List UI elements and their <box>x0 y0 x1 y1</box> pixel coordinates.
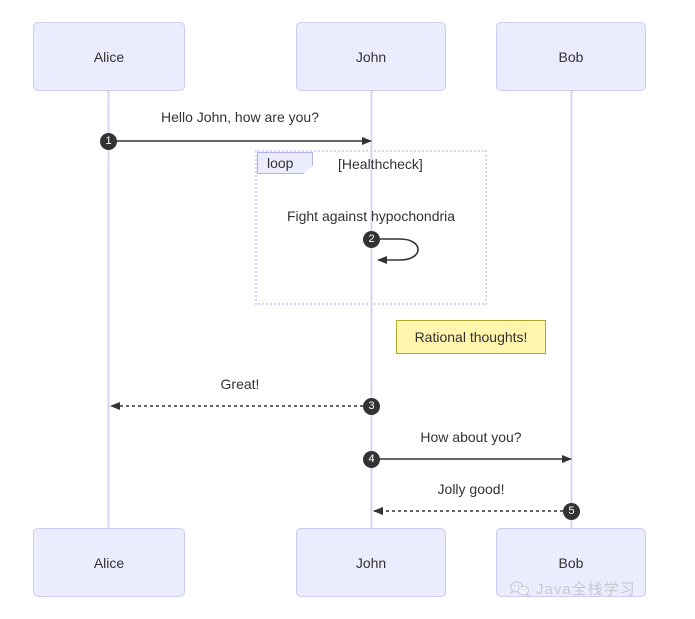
actor-box-alice-bottom[interactable]: Alice <box>33 528 185 597</box>
message-arrow-2-selfloop <box>372 238 419 264</box>
sequence-badge-2: 2 <box>363 231 380 248</box>
message-label-5: Jolly good! <box>437 481 505 497</box>
loop-fragment-tag: loop <box>257 152 313 174</box>
sequence-badge-1: 1 <box>100 133 117 150</box>
actor-label-alice-top: Alice <box>93 48 125 65</box>
message-label-1: Hello John, how are you? <box>161 109 319 125</box>
loop-tag-label: loop <box>267 155 294 171</box>
sequence-badge-5: 5 <box>563 503 580 520</box>
loop-fragment-title: [Healthcheck] <box>338 156 423 172</box>
actor-label-john-top: John <box>355 48 387 65</box>
actor-box-john-top[interactable]: John <box>296 22 446 91</box>
actor-box-alice-top[interactable]: Alice <box>33 22 185 91</box>
note-text: Rational thoughts! <box>414 329 528 345</box>
message-label-3: Great! <box>220 376 260 392</box>
actor-box-bob-bottom[interactable]: Bob <box>496 528 646 597</box>
actor-label-alice-bottom: Alice <box>93 554 125 571</box>
sequence-badge-3: 3 <box>363 398 380 415</box>
actor-label-bob-bottom: Bob <box>558 554 584 571</box>
actor-box-john-bottom[interactable]: John <box>296 528 446 597</box>
message-label-4: How about you? <box>420 429 522 445</box>
actor-box-bob-top[interactable]: Bob <box>496 22 646 91</box>
actor-label-bob-top: Bob <box>558 48 584 65</box>
sequence-badge-4: 4 <box>363 451 380 468</box>
note-rational-thoughts: Rational thoughts! <box>396 320 546 354</box>
loop-fragment-box <box>255 150 487 305</box>
message-label-2: Fight against hypochondria <box>286 208 456 224</box>
actor-label-john-bottom: John <box>355 554 387 571</box>
